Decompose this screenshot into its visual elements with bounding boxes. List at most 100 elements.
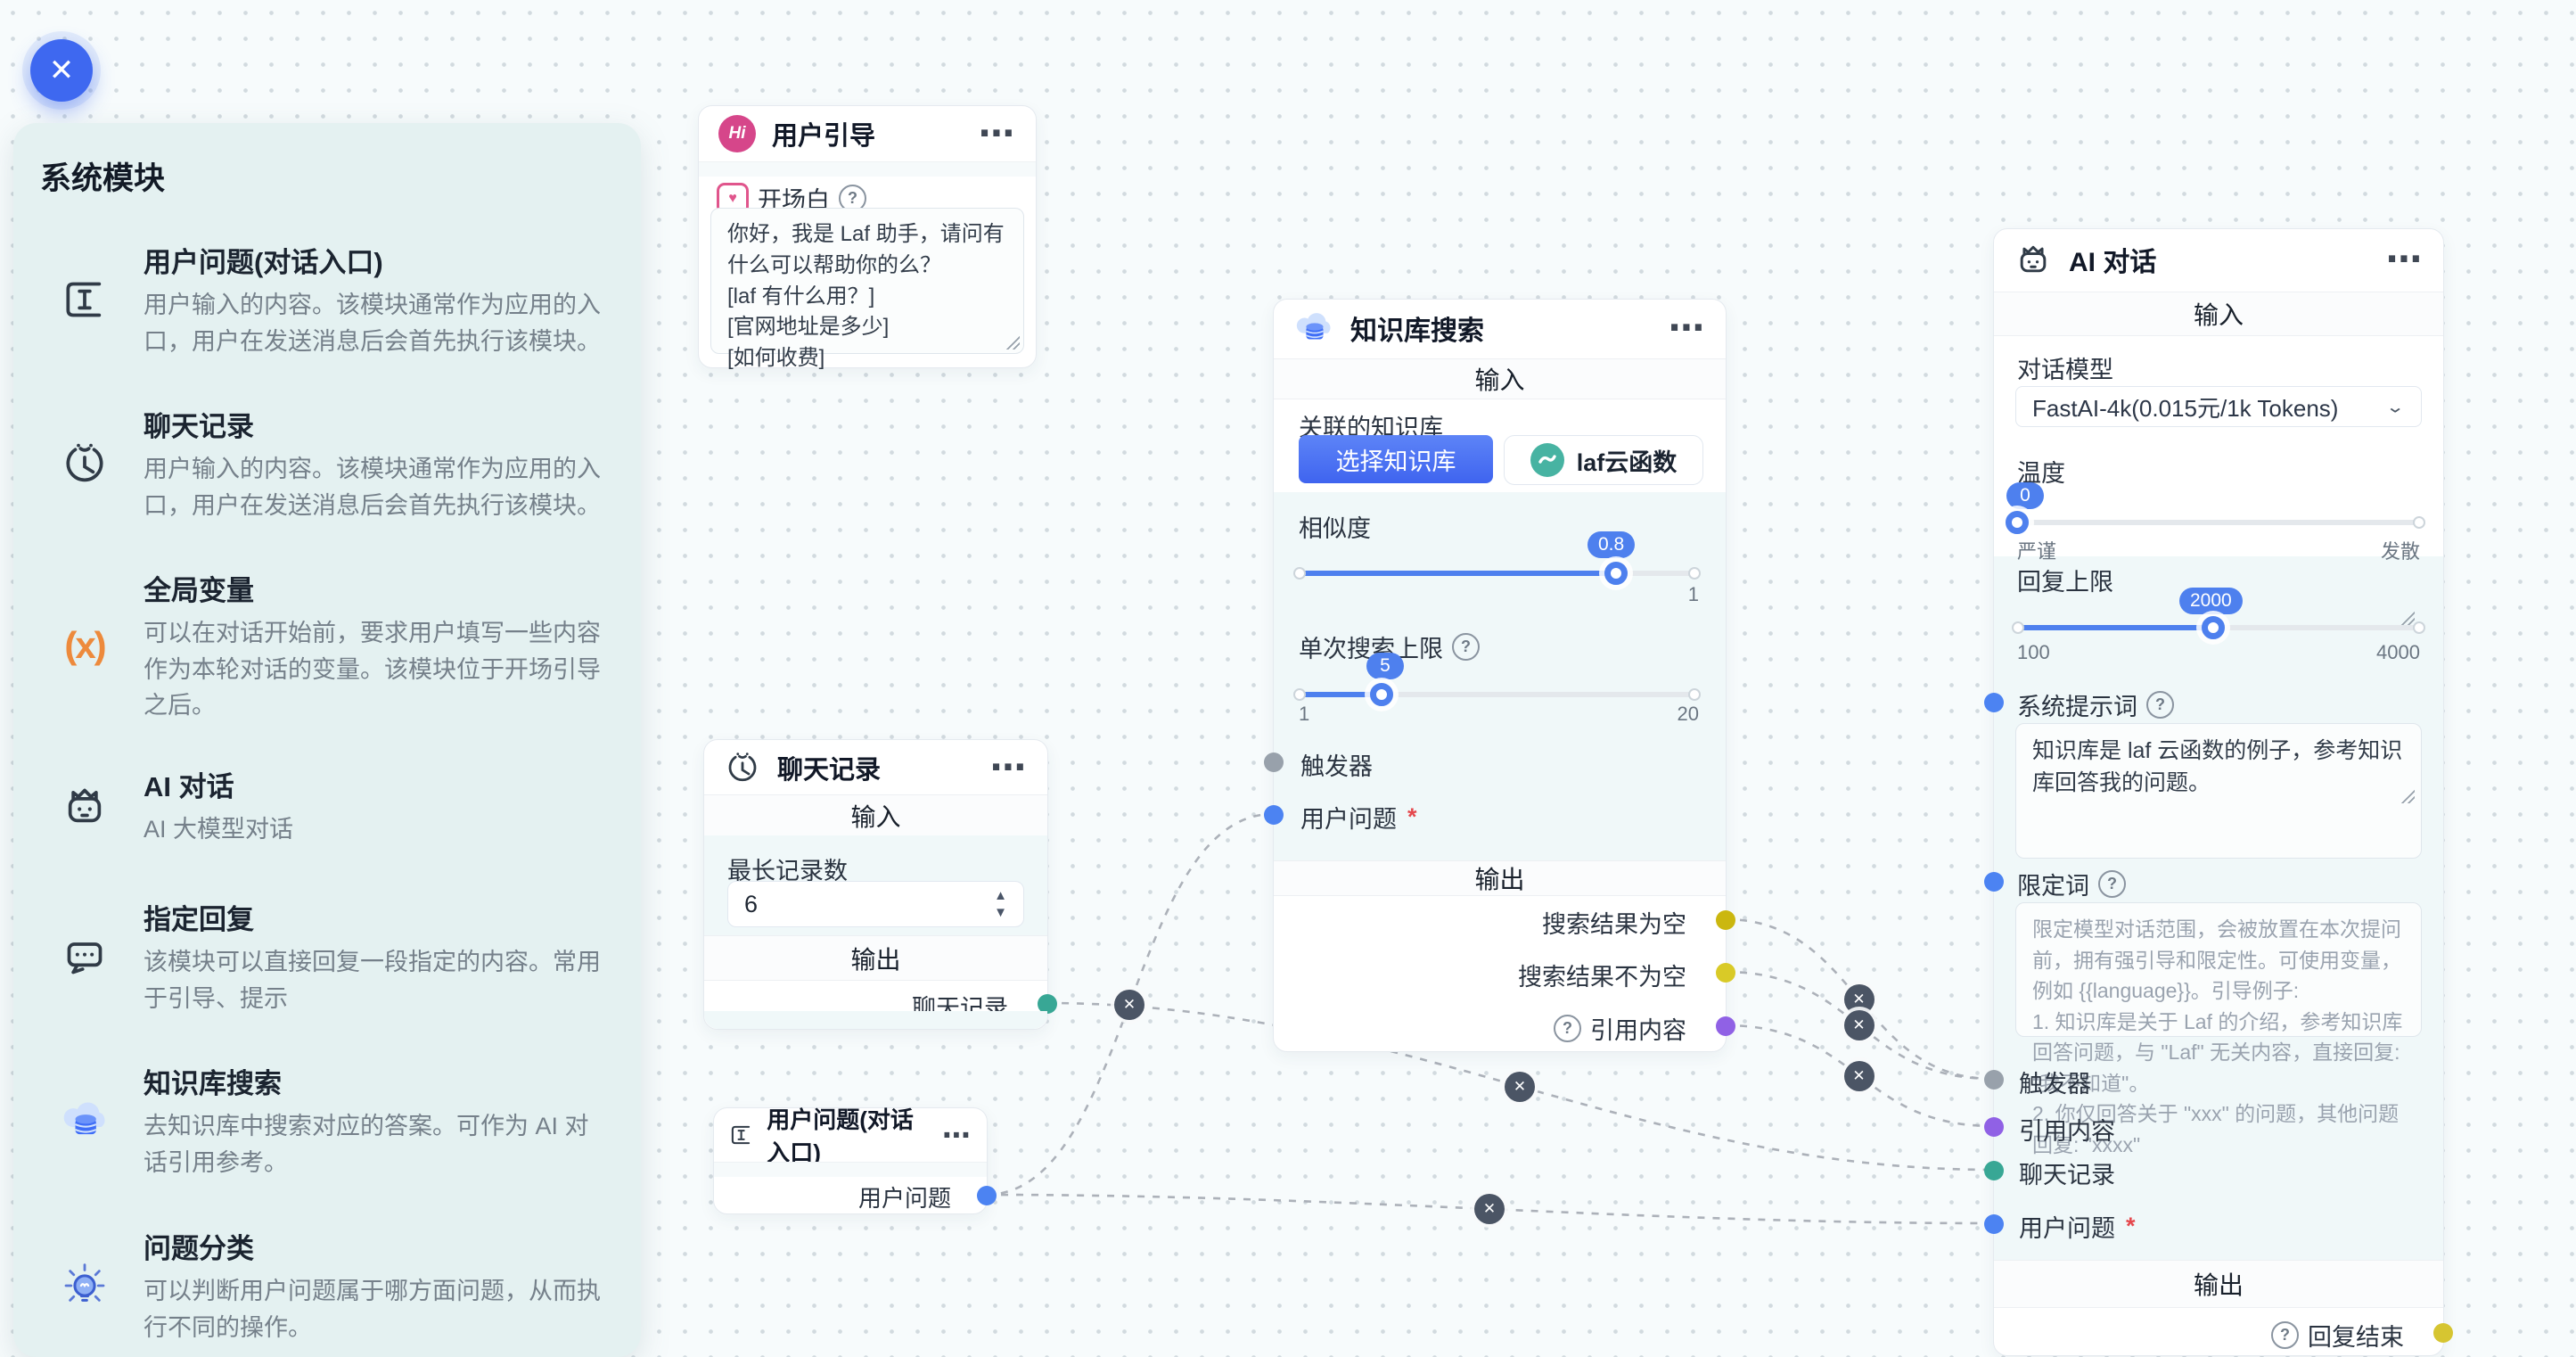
input-handle-system-prompt[interactable] [1984, 693, 2004, 712]
opening-textarea[interactable]: 你好，我是 Laf 助手，请问有什么可以帮助你的么？ [laf 有什么用？] [… [710, 208, 1024, 370]
connection-delete-button[interactable]: ✕ [1843, 983, 1875, 1015]
output-handle-quote[interactable] [1716, 1016, 1735, 1036]
sidebar-item-global-variable[interactable]: (x) 全局变量 可以在对话开始前，要求用户填写一些内容作为本轮对话的变量。该模… [56, 568, 602, 724]
node-title: 知识库搜索 [1350, 317, 1484, 346]
sidebar-item-desc: 可以在对话开始前，要求用户填写一些内容作为本轮对话的变量。该模块位于开场引导之后… [144, 620, 601, 719]
system-prompt-textarea[interactable]: 知识库是 laf 云函数的例子，参考知识库回答我的问题。 [2015, 723, 2422, 859]
chevron-down-icon: ⌄ [2385, 397, 2405, 416]
help-icon[interactable]: ? [1452, 633, 1480, 661]
input-section-header: 输入 [1994, 292, 2443, 336]
stepper-down-icon: ▼ [994, 905, 1007, 920]
sidebar-item-title: 全局变量 [144, 575, 254, 606]
input-handle-quote[interactable] [1984, 1117, 2004, 1137]
sidebar-item-fixed-reply[interactable]: 指定回复 该模块可以直接回复一段指定的内容。常用于引导、提示 [56, 897, 602, 1016]
model-select[interactable]: FastAI-4k(0.015元/1k Tokens) ⌄ [2015, 386, 2422, 427]
sidebar-item-desc: AI 大模型对话 [144, 816, 294, 843]
sidebar-item-question-classify[interactable]: 问题分类 可以判断用户问题属于哪方面问题，从而执行不同的操作。 [56, 1226, 602, 1345]
output-handle-finish[interactable] [2433, 1323, 2453, 1343]
temperature-slider[interactable] [2006, 511, 2425, 534]
sidebar-item-title: 聊天记录 [144, 411, 254, 442]
entry-output-label: 用户问题 [857, 1185, 951, 1212]
search-limit-value-bubble[interactable]: 5 [1366, 653, 1404, 679]
node-chat-history[interactable]: 聊天记录 ⋯ 输入 最长记录数 6 ▲ ▼ 输出 聊天记录 [703, 739, 1057, 1030]
help-icon[interactable]: ? [2098, 870, 2126, 898]
kb-search-icon [1296, 313, 1331, 340]
connection-delete-button[interactable]: ✕ [1114, 989, 1144, 1020]
temperature-slider-thumb[interactable] [2006, 511, 2029, 534]
similarity-max: 1 [1687, 583, 1699, 605]
temperature-value-bubble[interactable]: 0 [2006, 482, 2044, 509]
help-icon[interactable]: ? [2271, 1321, 2299, 1349]
search-limit-slider[interactable] [1293, 683, 1701, 706]
max-records-input[interactable]: 6 ▲ ▼ [727, 881, 1024, 927]
reply-limit-label: 回复上限 [2017, 569, 2113, 596]
dataset-tag[interactable]: laf云函数 [1504, 435, 1703, 485]
reply-limit-slider-thumb[interactable] [2202, 616, 2226, 639]
output-handle-user-question[interactable] [977, 1186, 997, 1205]
input-handle-trigger[interactable] [1264, 753, 1284, 772]
similarity-value-bubble[interactable]: 0.8 [1587, 531, 1636, 558]
help-icon[interactable]: ? [1554, 1015, 1581, 1042]
node-title: 聊天记录 [777, 755, 882, 785]
variable-icon: (x) [64, 624, 106, 667]
output-handle-not-empty[interactable] [1716, 963, 1735, 983]
output-handle-empty[interactable] [1716, 910, 1735, 930]
sidebar-item-desc: 该模块可以直接回复一段指定的内容。常用于引导、提示 [144, 949, 601, 1012]
node-footer-strip [704, 1011, 1047, 1029]
node-user-guide[interactable]: Hi 用户引导 ⋯ ♥ 开场白 ? 你好，我是 Laf 助手，请问有什么可以帮助… [698, 105, 1037, 370]
header-divider [714, 1162, 987, 1177]
user-question-input-label: 用户问题* [2019, 1213, 2136, 1242]
select-dataset-button[interactable]: 选择知识库 [1299, 435, 1493, 483]
similarity-label: 相似度 [1299, 515, 1371, 542]
robot-icon [56, 781, 113, 831]
search-limit-slider-thumb[interactable] [1370, 683, 1394, 706]
resize-grip-icon[interactable] [2400, 789, 2415, 803]
number-stepper[interactable]: ▲ ▼ [994, 889, 1007, 919]
help-icon[interactable]: ? [2146, 691, 2174, 719]
input-section-header: 输入 [1274, 358, 1726, 399]
node-ai-chat[interactable]: AI 对话 ⋯ 输入 对话模型 FastAI-4k(0.015元/1k Toke… [1984, 228, 2453, 1356]
sidebar-item-title: 知识库搜索 [144, 1068, 282, 1099]
reply-limit-slider[interactable] [2012, 616, 2425, 639]
reply-limit-value-bubble[interactable]: 2000 [2179, 588, 2243, 614]
sidebar-item-kb-search[interactable]: 知识库搜索 去知识库中搜索对应的答案。可作为 AI 对话引用参考。 [56, 1061, 602, 1180]
sidebar-item-ai-chat[interactable]: AI 对话 AI 大模型对话 [56, 764, 602, 848]
laf-icon [1530, 443, 1564, 477]
connection-delete-button[interactable]: ✕ [1505, 1071, 1535, 1102]
input-handle-history[interactable] [1984, 1161, 2004, 1180]
connection-delete-button[interactable]: ✕ [1843, 1060, 1875, 1091]
user-question-input-label: 用户问题* [1300, 803, 1417, 833]
temperature-max: 发散 [2380, 540, 2420, 563]
resize-grip-icon[interactable] [2400, 611, 2415, 625]
finish-output-label: ? 回复结束 [2271, 1318, 2404, 1353]
hi-avatar-icon: Hi [718, 115, 756, 152]
trigger-input-label: 触发器 [1300, 753, 1373, 780]
kb-search-icon [56, 1096, 113, 1146]
search-limit-min: 1 [1299, 703, 1310, 725]
input-handle-trigger[interactable] [1984, 1070, 2004, 1090]
node-user-question-entry[interactable]: 用户问题(对话入口) ⋯ 用户问题 [713, 1106, 997, 1214]
sidebar-item-user-question[interactable]: 用户问题(对话入口) 用户输入的内容。该模块通常作为应用的入口，用户在发送消息后… [56, 240, 602, 359]
input-handle-user-question[interactable] [1984, 1214, 2004, 1234]
similarity-slider[interactable] [1293, 562, 1701, 585]
module-sidebar: 系统模块 用户问题(对话入口) 用户输入的内容。该模块通常作为应用的入口，用户在… [13, 123, 641, 1357]
header-divider [699, 161, 1036, 177]
limit-word-textarea[interactable]: 限定模型对话范围，会被放置在本次提问前，拥有强引导和限定性。可使用变量，例如 {… [2015, 902, 2422, 1156]
input-handle-limit-word[interactable] [1984, 872, 2004, 892]
input-handle-user-question[interactable] [1264, 805, 1284, 825]
sidebar-item-chat-history[interactable]: 聊天记录 用户输入的内容。该模块通常作为应用的入口，用户在发送消息后会首先执行该… [56, 404, 602, 523]
similarity-slider-thumb[interactable] [1604, 562, 1628, 585]
max-records-label: 最长记录数 [727, 858, 848, 884]
connection-delete-button[interactable]: ✕ [1843, 1010, 1875, 1040]
close-panel-button[interactable]: ✕ [30, 39, 93, 102]
clock-icon [56, 439, 113, 489]
resize-grip-icon[interactable] [1005, 335, 1020, 350]
output-not-empty-label: 搜索结果不为空 [1518, 964, 1686, 991]
node-title: AI 对话 [2069, 248, 2157, 277]
limit-word-label: 限定词 ? [2017, 867, 2126, 901]
text-cursor-icon [56, 275, 113, 325]
output-handle-history[interactable] [1038, 994, 1057, 1014]
node-kb-search[interactable]: 知识库搜索 ⋯ 输入 关联的知识库 选择知识库 laf云函数 相似度 0.8 1… [1264, 299, 1735, 1052]
connection-delete-button[interactable]: ✕ [1474, 1194, 1505, 1224]
